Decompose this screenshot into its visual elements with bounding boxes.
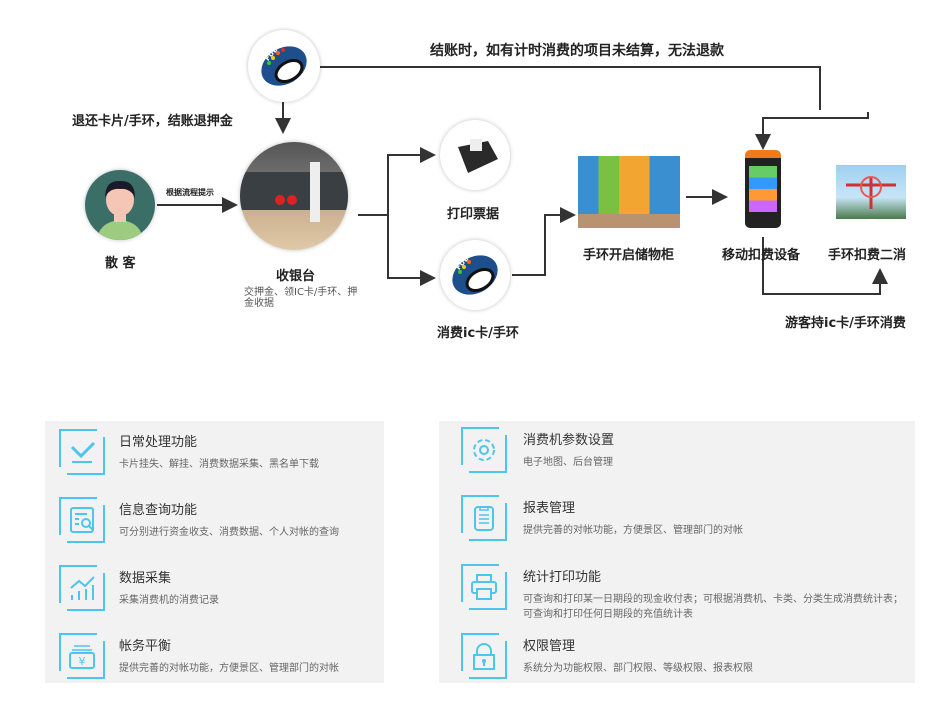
yen-icon: ¥ <box>59 633 105 679</box>
feature-title: 消费机参数设置 <box>523 433 615 448</box>
receipt-printer-icon <box>458 139 498 173</box>
feature-desc: 采集消费机的消费记录 <box>119 595 219 606</box>
wristband-icon: FUEL <box>452 251 498 295</box>
cashier-label: 收银台 <box>276 269 316 284</box>
feature-item: 数据采集 采集消费机的消费记录 <box>45 561 384 627</box>
guest-arrow-label: 根据流程提示 <box>166 188 214 197</box>
card-label: 消费ic卡/手环 <box>437 326 519 341</box>
feature-item: 日常处理功能 卡片挂失、解挂、消费数据采集、黑名单下载 <box>45 425 384 491</box>
feature-title: 日常处理功能 <box>119 435 198 450</box>
person-icon <box>97 180 143 240</box>
check-icon <box>59 429 105 475</box>
feature-title: 报表管理 <box>523 501 576 516</box>
svg-text:¥: ¥ <box>79 655 86 668</box>
wristband-circle-top: FUEL <box>248 30 320 102</box>
print-label: 打印票据 <box>447 207 500 222</box>
printer-icon <box>461 564 507 610</box>
feature-desc: 提供完善的对帐功能，方便景区、管理部门的对帐 <box>119 663 339 674</box>
return-note: 退还卡片/手环，结账退押金 <box>72 114 233 129</box>
printer-circle <box>440 120 510 190</box>
feature-item: 信息查询功能 可分别进行资金收支、消费数据、个人对帐的查询 <box>45 493 384 559</box>
ride-image <box>836 165 906 219</box>
feature-desc: 卡片挂失、解挂、消费数据采集、黑名单下载 <box>119 459 319 470</box>
wristband-icon: FUEL <box>261 42 307 86</box>
clipboard-icon <box>461 495 507 541</box>
chart-icon <box>59 565 105 611</box>
right-feature-panel: 消费机参数设置 电子地图、后台管理 报表管理 提供完善的对帐功能，方便景区、管理… <box>439 421 915 683</box>
feature-title: 数据采集 <box>119 571 172 586</box>
top-note: 结账时，如有计时消费的项目未结算，无法退款 <box>430 43 724 59</box>
feature-desc: 系统分为功能权限、部门权限、等级权限、报表权限 <box>523 663 753 674</box>
flow-connectors <box>157 66 888 295</box>
feature-desc: 电子地图、后台管理 <box>523 457 613 468</box>
lock-icon <box>461 633 507 679</box>
feature-title: 帐务平衡 <box>119 639 172 654</box>
feature-desc: 提供完善的对帐功能，方便景区、管理部门的对帐 <box>523 525 743 536</box>
locker-image <box>578 156 680 228</box>
cashier-staff-image <box>240 162 348 222</box>
document-search-icon <box>59 497 105 543</box>
pos-label: 移动扣费设备 <box>722 248 801 263</box>
wristband-circle-card: FUEL <box>440 240 510 310</box>
feature-title: 权限管理 <box>523 639 576 654</box>
feature-title: 统计打印功能 <box>523 570 602 585</box>
locker-label: 手环开启储物柜 <box>583 248 675 263</box>
feature-item: 统计打印功能 可查询和打印某一日期段的现金收付表；可根据消费机、卡类、分类生成消… <box>439 560 915 626</box>
feature-desc: 可查询和打印某一日期段的现金收付表；可根据消费机、卡类、分类生成消费统计表；可查… <box>523 594 903 620</box>
cashier-photo <box>240 142 348 250</box>
guest-avatar <box>85 170 155 240</box>
feature-item: ¥ 帐务平衡 提供完善的对帐功能，方便景区、管理部门的对帐 <box>45 629 384 695</box>
feature-item: 报表管理 提供完善的对帐功能，方便景区、管理部门的对帐 <box>439 491 915 557</box>
gear-icon <box>461 427 507 473</box>
feature-item: 权限管理 系统分为功能权限、部门权限、等级权限、报表权限 <box>439 629 915 695</box>
guest-label: 散 客 <box>105 256 136 271</box>
pos-device-image <box>745 150 781 228</box>
left-feature-panel: 日常处理功能 卡片挂失、解挂、消费数据采集、黑名单下载 信息查询功能 可分别进行… <box>45 421 384 683</box>
ride-label: 手环扣费二消 <box>828 248 907 263</box>
pos-note: 游客持ic卡/手环消费 <box>785 316 906 331</box>
feature-item: 消费机参数设置 电子地图、后台管理 <box>439 423 915 489</box>
feature-desc: 可分别进行资金收支、消费数据、个人对帐的查询 <box>119 527 339 538</box>
cashier-desc: 交押金、领IC卡/手环、押金收据 <box>244 287 358 309</box>
feature-title: 信息查询功能 <box>119 503 198 518</box>
